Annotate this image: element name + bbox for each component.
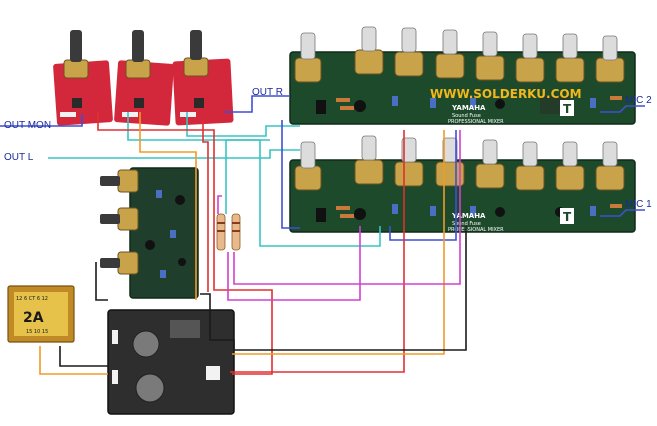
svg-text:T: T	[563, 102, 572, 116]
mixer-brand: YAMAHA	[451, 104, 486, 112]
mixer-brand-2: YAMAHA	[451, 212, 486, 220]
transformer: 2A 12 6 CT 6 12 15 10 15	[7, 285, 75, 343]
mixer-board-top: YAMAHA Sound Fuse PROFESSIONAL MIXER T	[289, 26, 636, 125]
mixer-board-bottom: YAMAHA Sound Fuse PROFESSIONAL MIXER T	[289, 135, 636, 233]
mixer-model-2: Sound Fuse	[452, 221, 481, 227]
label-mic-2: MIC 2	[625, 95, 652, 106]
wires	[0, 95, 645, 375]
volume-pot-boards	[53, 30, 234, 126]
resistors	[216, 213, 241, 251]
watermark: WWW.SOLDERKU.COM	[430, 87, 582, 101]
transformer-taps-bottom: 15 10 15	[26, 329, 48, 335]
label-out-l: OUT L	[4, 152, 34, 163]
mixer-subtitle: PROFESSIONAL MIXER	[448, 119, 504, 125]
mixer-subtitle-2: PROFESSIONAL MIXER	[448, 227, 504, 233]
transformer-rating: 2A	[23, 310, 44, 326]
transformer-taps-top: 12 6 CT 6 12	[16, 296, 48, 302]
mixer-model: Sound Fuse	[452, 113, 481, 119]
svg-text:T: T	[563, 210, 572, 224]
label-mic-1: MIC 1	[625, 199, 652, 210]
label-out-mon: OUT MON	[4, 120, 51, 131]
label-out-r: OUT R	[252, 87, 283, 98]
power-supply-board	[107, 309, 235, 415]
tone-control-board	[100, 167, 199, 299]
